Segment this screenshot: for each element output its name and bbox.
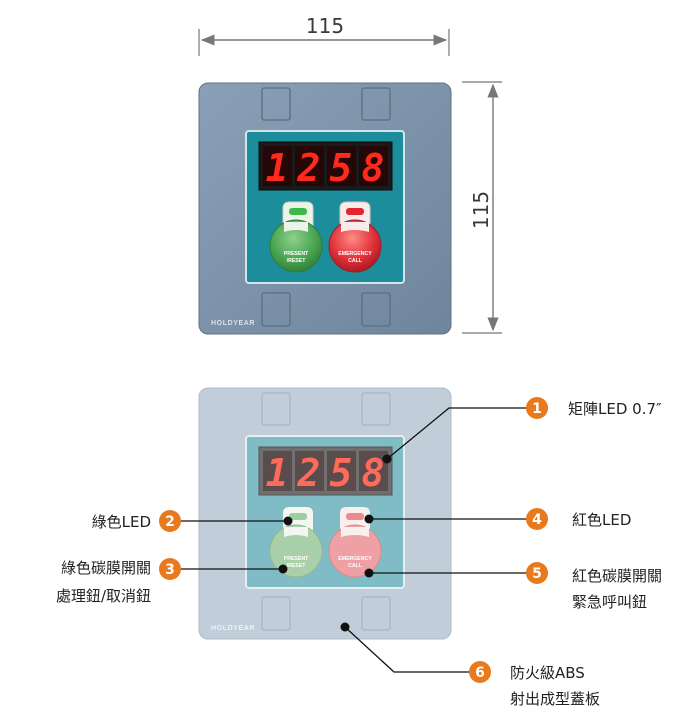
badge-3: 3	[159, 558, 181, 580]
device-bottom: 1 2 5 8 PRESENT /RESET EMERGENCY CALL HO…	[198, 387, 452, 640]
device-top: 1 2 5 8 PRESENT /RESET EMERGENCY CALL HO…	[198, 82, 452, 335]
green-button-line2: /RESET	[287, 258, 307, 264]
red-button-faded: EMERGENCY CALL	[328, 507, 382, 578]
green-led	[289, 208, 307, 215]
brand-logo: HOLDYEAR	[211, 320, 255, 327]
mounting-clips-faded	[261, 392, 391, 631]
svg-text:1: 1	[532, 401, 542, 417]
height-label: 115	[469, 191, 493, 229]
faded-red-line1: EMERGENCY	[338, 556, 372, 562]
label-6-line2: 射出成型蓋板	[510, 690, 600, 708]
badge-1: 1	[526, 397, 548, 419]
label-3-line1: 綠色碳膜開關	[61, 559, 151, 577]
badge-2: 2	[159, 510, 181, 532]
green-button-line1: PRESENT	[284, 251, 309, 257]
faded-green-line2: /RESET	[287, 563, 307, 569]
leader-lines	[170, 407, 535, 673]
badge-6: 6	[469, 661, 491, 683]
faded-green-line1: PRESENT	[284, 556, 309, 562]
callout-labels: 矩陣LED 0.7″ 綠色LED 綠色碳膜開關 處理鈕/取消鈕 紅色LED 紅色…	[56, 400, 662, 708]
display-digit-1: 1	[266, 146, 289, 190]
green-reset-button[interactable]: PRESENT /RESET	[269, 201, 323, 273]
label-5-line2: 緊急呼叫鈕	[572, 593, 647, 611]
badge-4: 4	[526, 508, 548, 530]
label-3-line2: 處理鈕/取消鈕	[56, 587, 151, 605]
led-display-faded: 1 2 5 8	[263, 451, 388, 495]
display-digit-4: 8	[362, 146, 385, 190]
height-dimension: 115	[462, 81, 502, 334]
faded-digit-2: 2	[297, 451, 321, 495]
svg-text:4: 4	[532, 512, 542, 528]
faded-digit-4: 8	[362, 451, 385, 495]
faded-red-line2: CALL	[348, 563, 363, 569]
led-display: 1 2 5 8	[263, 146, 388, 190]
label-2: 綠色LED	[92, 513, 151, 531]
brand-logo-faded: HOLDYEAR	[211, 625, 255, 632]
width-dimension: 115	[198, 14, 450, 56]
red-button-line1: EMERGENCY	[338, 251, 372, 257]
svg-text:2: 2	[165, 514, 175, 530]
red-button-line2: CALL	[348, 258, 363, 264]
red-led	[346, 208, 364, 215]
red-emergency-button[interactable]: EMERGENCY CALL	[328, 201, 382, 273]
width-label: 115	[306, 14, 344, 38]
display-digit-2: 2	[297, 146, 321, 190]
label-4: 紅色LED	[572, 511, 631, 529]
label-6-line1: 防火級ABS	[510, 664, 585, 682]
green-button-faded: PRESENT /RESET	[269, 507, 323, 578]
mounting-clips	[261, 87, 391, 327]
callout-badges: 1 2 3 4 5 6	[159, 397, 548, 683]
faded-digit-3: 5	[330, 451, 353, 495]
svg-text:3: 3	[165, 562, 175, 578]
svg-text:5: 5	[532, 566, 542, 582]
label-1: 矩陣LED 0.7″	[568, 400, 662, 418]
badge-5: 5	[526, 562, 548, 584]
display-digit-3: 5	[330, 146, 353, 190]
faded-digit-1: 1	[266, 451, 289, 495]
label-5-line1: 紅色碳膜開關	[572, 567, 662, 585]
leader-dots	[278, 454, 392, 632]
svg-text:6: 6	[475, 665, 485, 681]
